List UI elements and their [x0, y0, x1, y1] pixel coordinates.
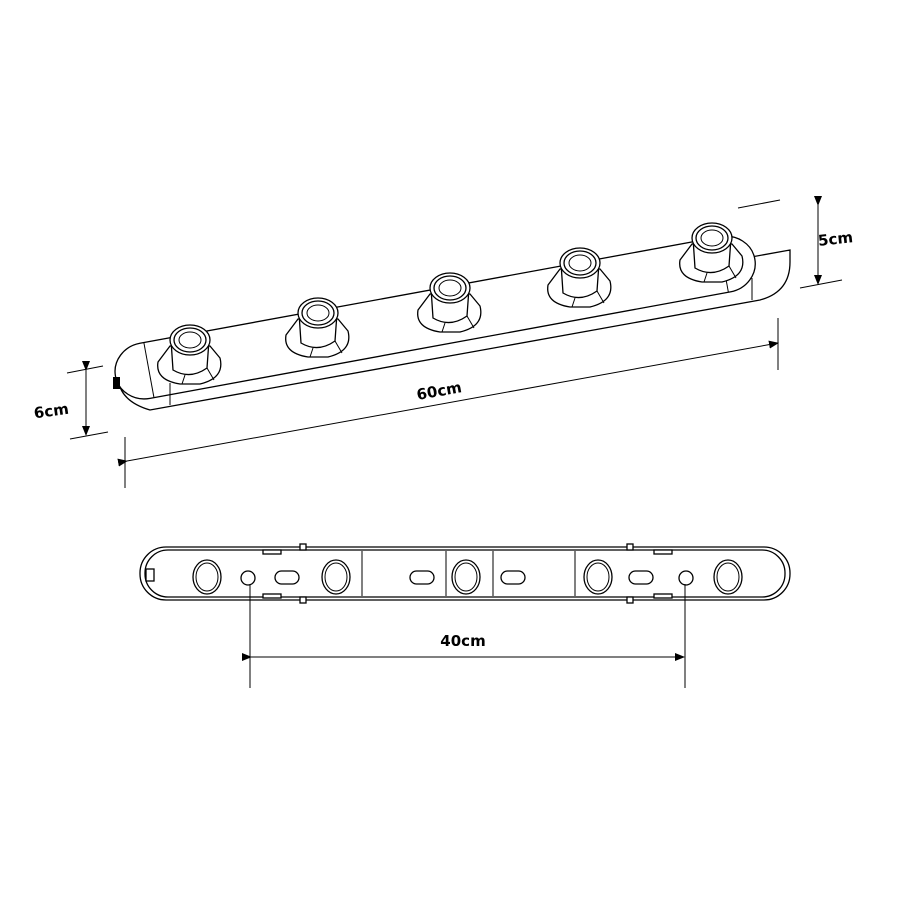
mount-spacing-dimension: 40cm: [242, 584, 686, 688]
mounting-hole: [678, 570, 694, 586]
socket-hole: [321, 559, 351, 595]
socket: [547, 247, 612, 308]
length-label: 60cm: [415, 378, 463, 404]
socket-hole: [192, 559, 222, 595]
mounting-slot: [628, 570, 654, 585]
switch-icon: [113, 377, 120, 389]
socket: [417, 272, 482, 333]
length-dimension-line: [117, 340, 779, 467]
mounting-slot: [274, 570, 300, 585]
height-label: 5cm: [817, 228, 854, 250]
switch-notch: [145, 568, 155, 582]
mount-spacing-label: 40cm: [440, 632, 485, 650]
width-label: 6cm: [33, 400, 70, 423]
socket-hole: [451, 559, 481, 595]
bar-back-view: [139, 543, 791, 604]
mounting-slot: [500, 570, 526, 585]
socket: [679, 222, 744, 283]
height-dimension: 5cm: [737, 196, 854, 289]
mounting-slot: [409, 570, 435, 585]
socket-hole: [713, 559, 743, 595]
socket-hole: [583, 559, 613, 595]
mounting-hole: [240, 570, 256, 586]
width-dimension: 6cm: [33, 361, 109, 440]
back-plate-outline: [139, 546, 791, 601]
